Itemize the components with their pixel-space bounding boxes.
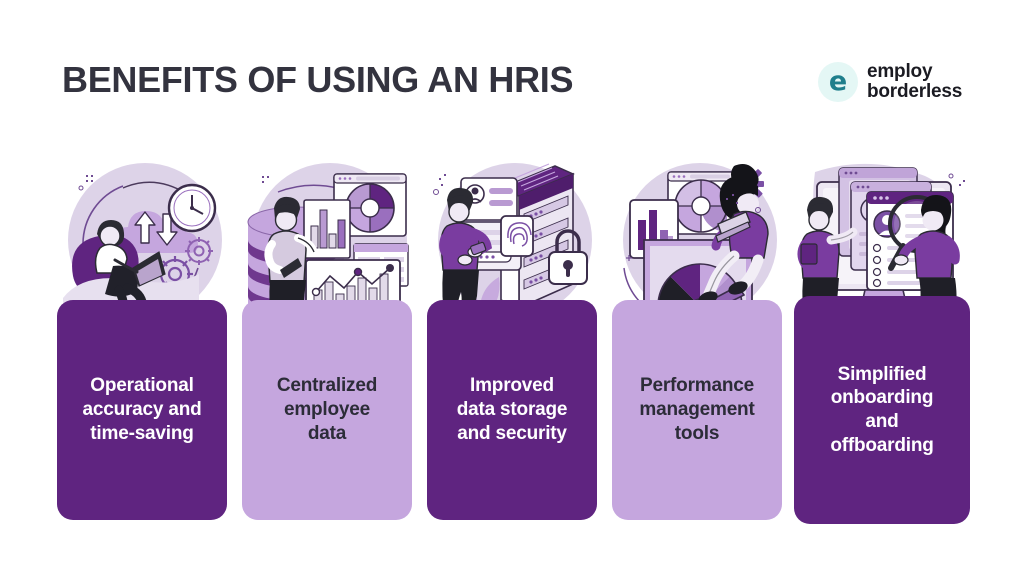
benefit-card-label: Operational accuracy and time-saving (82, 375, 202, 444)
benefit-card-performance-management[interactable]: Performance management tools (612, 300, 782, 520)
brand-logo: e employ borderless (818, 62, 962, 102)
benefit-card-label: Centralized employee data (276, 375, 378, 444)
benefit-card-operational-accuracy[interactable]: Operational accuracy and time-saving (57, 300, 227, 520)
benefit-card-label: Simplified onboarding and offboarding (830, 363, 934, 456)
benefit-card-improved-data-storage[interactable]: Improved data storage and security (427, 300, 597, 520)
benefit-card-centralized-employee-data[interactable]: Centralized employee data (242, 300, 412, 520)
logo-e-glyph: e (828, 65, 848, 97)
benefit-card-label: Improved data storage and security (456, 375, 568, 444)
benefit-cards-row: Operational accuracy and time-saving (0, 148, 1024, 528)
logo-line-2: borderless (867, 81, 963, 102)
logo-mark-icon: e (818, 62, 858, 102)
illustration-laptop-gauge-person-charts-gear (608, 148, 786, 333)
illustration-person-laptop-beanbag-cloud-clock-gears (53, 148, 231, 333)
page-title: BENEFITS OF USING AN HRIS (62, 59, 574, 100)
benefit-column-1: Operational accuracy and time-saving (57, 148, 227, 528)
page-header: BENEFITS OF USING AN HRIS e employ borde… (0, 0, 1024, 140)
benefit-column-2: Centralized employee data (242, 148, 412, 528)
benefit-card-label: Performance management tools (639, 375, 755, 444)
logo-line-1: employ (867, 61, 933, 83)
benefit-card-simplified-onboarding[interactable]: Simplified onboarding and offboarding (794, 296, 970, 524)
logo-wordmark: employ borderless (867, 62, 962, 102)
benefit-column-3: Improved data storage and security (427, 148, 597, 528)
benefit-column-4: Performance management tools (612, 148, 782, 528)
benefit-column-5: Simplified onboarding and offboarding (794, 148, 970, 528)
